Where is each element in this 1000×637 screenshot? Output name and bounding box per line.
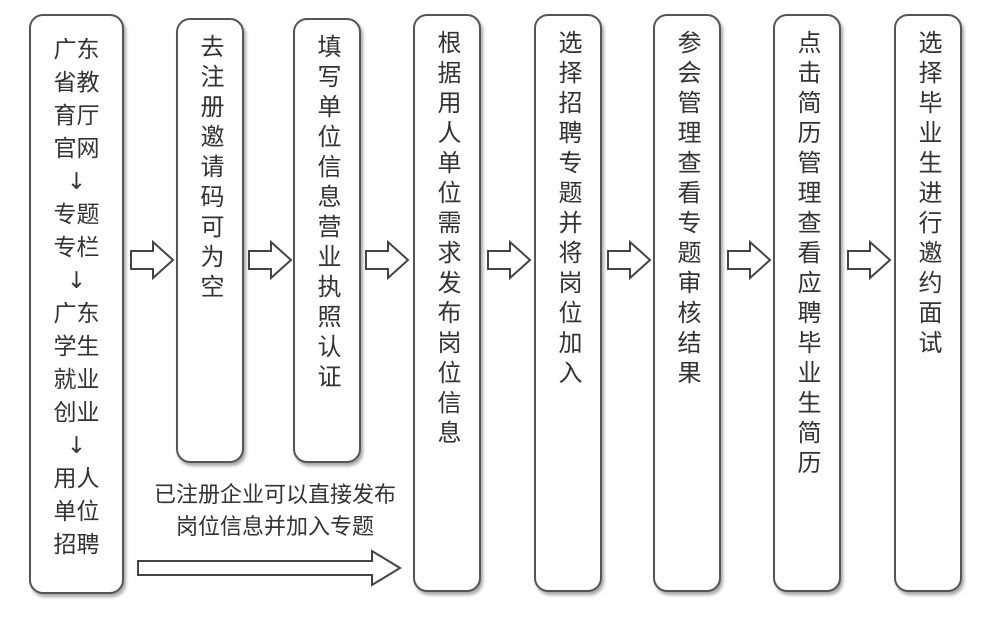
arrow-right-icon — [727, 240, 772, 280]
step-box-5: 选择招聘专题并将岗位加入 — [534, 14, 602, 592]
step-2-text: 去注册邀请码可为空 — [196, 34, 224, 304]
arrow-right-icon — [607, 240, 652, 280]
arrow-right-icon — [248, 240, 293, 280]
step-4-text: 根据用人单位需求发布岗位信息 — [433, 30, 461, 450]
step-box-7: 点击简历管理查看应聘毕业生简历 — [773, 14, 841, 592]
step-3-text: 填写单位信息营业执照认证 — [313, 34, 341, 394]
step-6-text: 参会管理查看专题审核结果 — [673, 30, 701, 390]
arrow-right-icon — [487, 240, 532, 280]
step-7-text: 点击简历管理查看应聘毕业生简历 — [793, 30, 821, 480]
long-arrow-right-icon — [137, 549, 402, 587]
arrow-right-icon — [365, 240, 410, 280]
step-box-4: 根据用人单位需求发布岗位信息 — [413, 14, 481, 592]
step-1-text: 广东 省教 育厅 官网 ↓ 专题 专栏 ↓ 广东 学生 就业 创业 ↓ 用人 单… — [53, 37, 100, 558]
step-8-text: 选择毕业生进行邀约面试 — [914, 30, 942, 360]
step-5-text: 选择招聘专题并将岗位加入 — [554, 30, 582, 390]
step-box-3: 填写单位信息营业执照认证 — [293, 18, 361, 463]
arrow-right-icon — [130, 240, 175, 280]
arrow-right-icon — [847, 240, 892, 280]
step-box-8: 选择毕业生进行邀约面试 — [894, 14, 962, 592]
step-box-1: 广东 省教 育厅 官网 ↓ 专题 专栏 ↓ 广东 学生 就业 创业 ↓ 用人 单… — [29, 14, 124, 594]
step-box-6: 参会管理查看专题审核结果 — [653, 14, 721, 592]
step-box-2: 去注册邀请码可为空 — [176, 18, 244, 463]
shortcut-note: 已注册企业可以直接发布岗位信息并加入专题 — [153, 483, 396, 540]
